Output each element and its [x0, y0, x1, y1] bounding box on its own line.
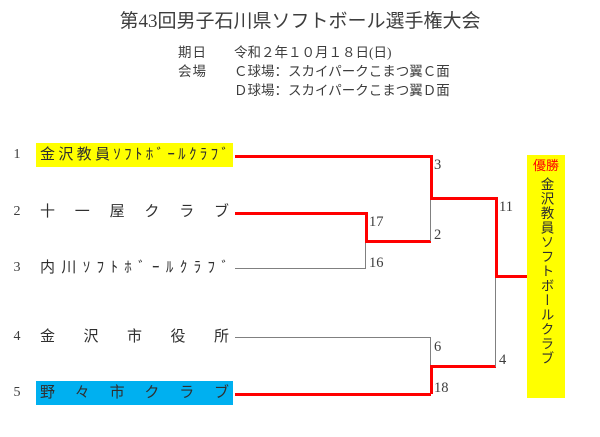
page-title: 第43回男子石川県ソフトボール選手権大会	[119, 11, 481, 32]
bracket-line-team-2	[235, 212, 366, 215]
team-entry-3: 内川ｿﾌﾄﾎﾞｰﾙｸﾗﾌﾞ	[36, 256, 233, 280]
event-date-label: 期日	[178, 45, 207, 60]
team-name-5: 野々市クラブ	[40, 385, 229, 401]
team-name-1: 金沢教員ｿﾌﾄﾎﾞｰﾙｸﾗﾌﾞ	[40, 147, 229, 163]
bracket-join-semifinal-winner	[430, 155, 433, 199]
bracket-join-upper-r1-winner	[365, 212, 368, 241]
bracket-join-lower-r1-winner	[430, 365, 433, 394]
seed-number-4: 4	[13, 329, 21, 344]
event-details: 期日 令和２年１０月１８日(日) 会場 Ｃ球場：スカイパークこまつ翼Ｃ面 Ｄ球場…	[178, 43, 450, 100]
team-entry-2: 十一屋クラブ	[36, 200, 233, 224]
bracket-join-upper-r1-loser	[365, 240, 366, 269]
event-venue-spacer	[178, 81, 234, 100]
event-venue-line-1: Ｃ球場：スカイパークこまつ翼Ｃ面	[234, 64, 450, 79]
team-entry-4: 金沢市役所	[36, 325, 233, 349]
champion-team-name: 金沢教員ソフトボールクラブ	[538, 177, 554, 366]
event-date-row: 期日 令和２年１０月１８日(日)	[178, 43, 450, 62]
seed-number-3: 3	[13, 260, 21, 275]
bracket-join-semifinal-loser	[430, 197, 431, 241]
bracket-line-upper-r1-advance	[365, 240, 431, 243]
bracket-line-champion	[495, 275, 528, 278]
score-team-2-round-1: 17	[369, 214, 384, 230]
score-team-5-round-1: 18	[434, 380, 449, 396]
score-team-4-round-1: 6	[434, 339, 442, 355]
seed-number-2: 2	[13, 204, 21, 219]
score-team-5-final: 4	[499, 352, 507, 368]
event-venue-line-2: Ｄ球場：スカイパークこまつ翼Ｄ面	[234, 83, 450, 98]
champion-label: 優勝	[532, 158, 559, 173]
event-date-value: 令和２年１０月１８日(日)	[234, 45, 392, 60]
bracket-join-final-loser	[495, 275, 496, 367]
bracket-line-lower-r1-advance	[430, 365, 496, 368]
bracket-line-team-4	[235, 337, 431, 338]
seed-number-5: 5	[13, 385, 21, 400]
score-team-1-final: 11	[499, 199, 513, 215]
score-team-2-semifinal: 2	[434, 227, 442, 243]
bracket-line-team-3	[235, 268, 366, 269]
champion-box: 優勝 金沢教員ソフトボールクラブ	[527, 155, 565, 398]
team-entry-1: 金沢教員ｿﾌﾄﾎﾞｰﾙｸﾗﾌﾞ	[36, 143, 233, 167]
event-venue-row-1: 会場 Ｃ球場：スカイパークこまつ翼Ｃ面	[178, 62, 450, 81]
event-venue-label: 会場	[178, 64, 207, 79]
team-name-3: 内川ｿﾌﾄﾎﾞｰﾙｸﾗﾌﾞ	[40, 260, 229, 276]
bracket-line-team-5	[235, 393, 431, 396]
event-venue-row-2: Ｄ球場：スカイパークこまつ翼Ｄ面	[178, 81, 450, 100]
team-entry-5: 野々市クラブ	[36, 381, 233, 405]
score-team-3-round-1: 16	[369, 255, 384, 271]
seed-number-1: 1	[13, 147, 21, 162]
bracket-line-team-1	[235, 155, 431, 158]
team-name-4: 金沢市役所	[40, 329, 229, 345]
bracket-join-final-winner	[495, 197, 498, 277]
bracket-line-semifinal-advance	[430, 197, 496, 200]
bracket-join-lower-r1-loser	[430, 337, 431, 366]
team-name-2: 十一屋クラブ	[40, 204, 229, 220]
score-team-1-semifinal: 3	[434, 157, 442, 173]
